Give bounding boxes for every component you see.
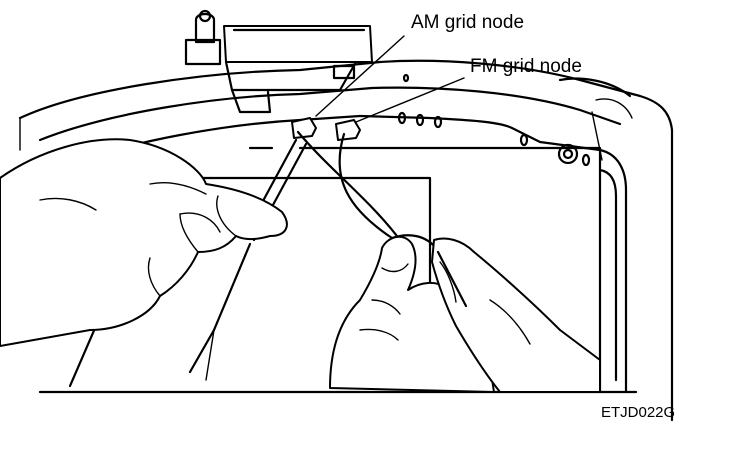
- am-grid-node-terminal: [291, 117, 317, 139]
- tester-leads: [296, 130, 438, 250]
- figure-code-label: ETJD022G: [601, 404, 676, 421]
- left-hand: [0, 138, 288, 347]
- am-grid-node-label: AM grid node: [411, 12, 525, 33]
- body-holes: [397, 73, 591, 167]
- left-probe: [188, 138, 308, 381]
- right-hand: [329, 235, 601, 393]
- fm-grid-node-terminal: [335, 119, 361, 141]
- stop-lamp-module: [184, 9, 373, 114]
- fm-grid-node-label: FM grid node: [470, 56, 582, 77]
